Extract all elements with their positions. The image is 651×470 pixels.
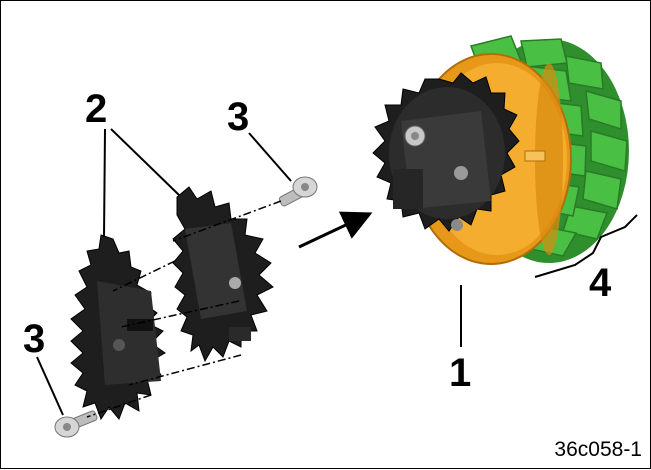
assembled-sprocket bbox=[372, 72, 520, 232]
callout-sprocket-assembled: 1 bbox=[449, 351, 472, 395]
assembly-arrow-icon bbox=[298, 211, 373, 249]
leader-lines bbox=[36, 128, 638, 416]
callout-drive-wheel-group: 4 bbox=[589, 261, 612, 305]
alignment-lines bbox=[86, 200, 282, 418]
callout-screw-upper: 3 bbox=[227, 95, 250, 139]
screw-upper bbox=[278, 176, 318, 207]
sprocket-half-right bbox=[172, 186, 274, 363]
callout-sprocket-halves: 2 bbox=[85, 87, 108, 131]
figure-id-label: 36c058-1 bbox=[554, 438, 642, 461]
callout-screw-lower: 3 bbox=[23, 317, 46, 361]
sprocket-half-left bbox=[70, 234, 166, 421]
screw-lower bbox=[54, 410, 98, 438]
